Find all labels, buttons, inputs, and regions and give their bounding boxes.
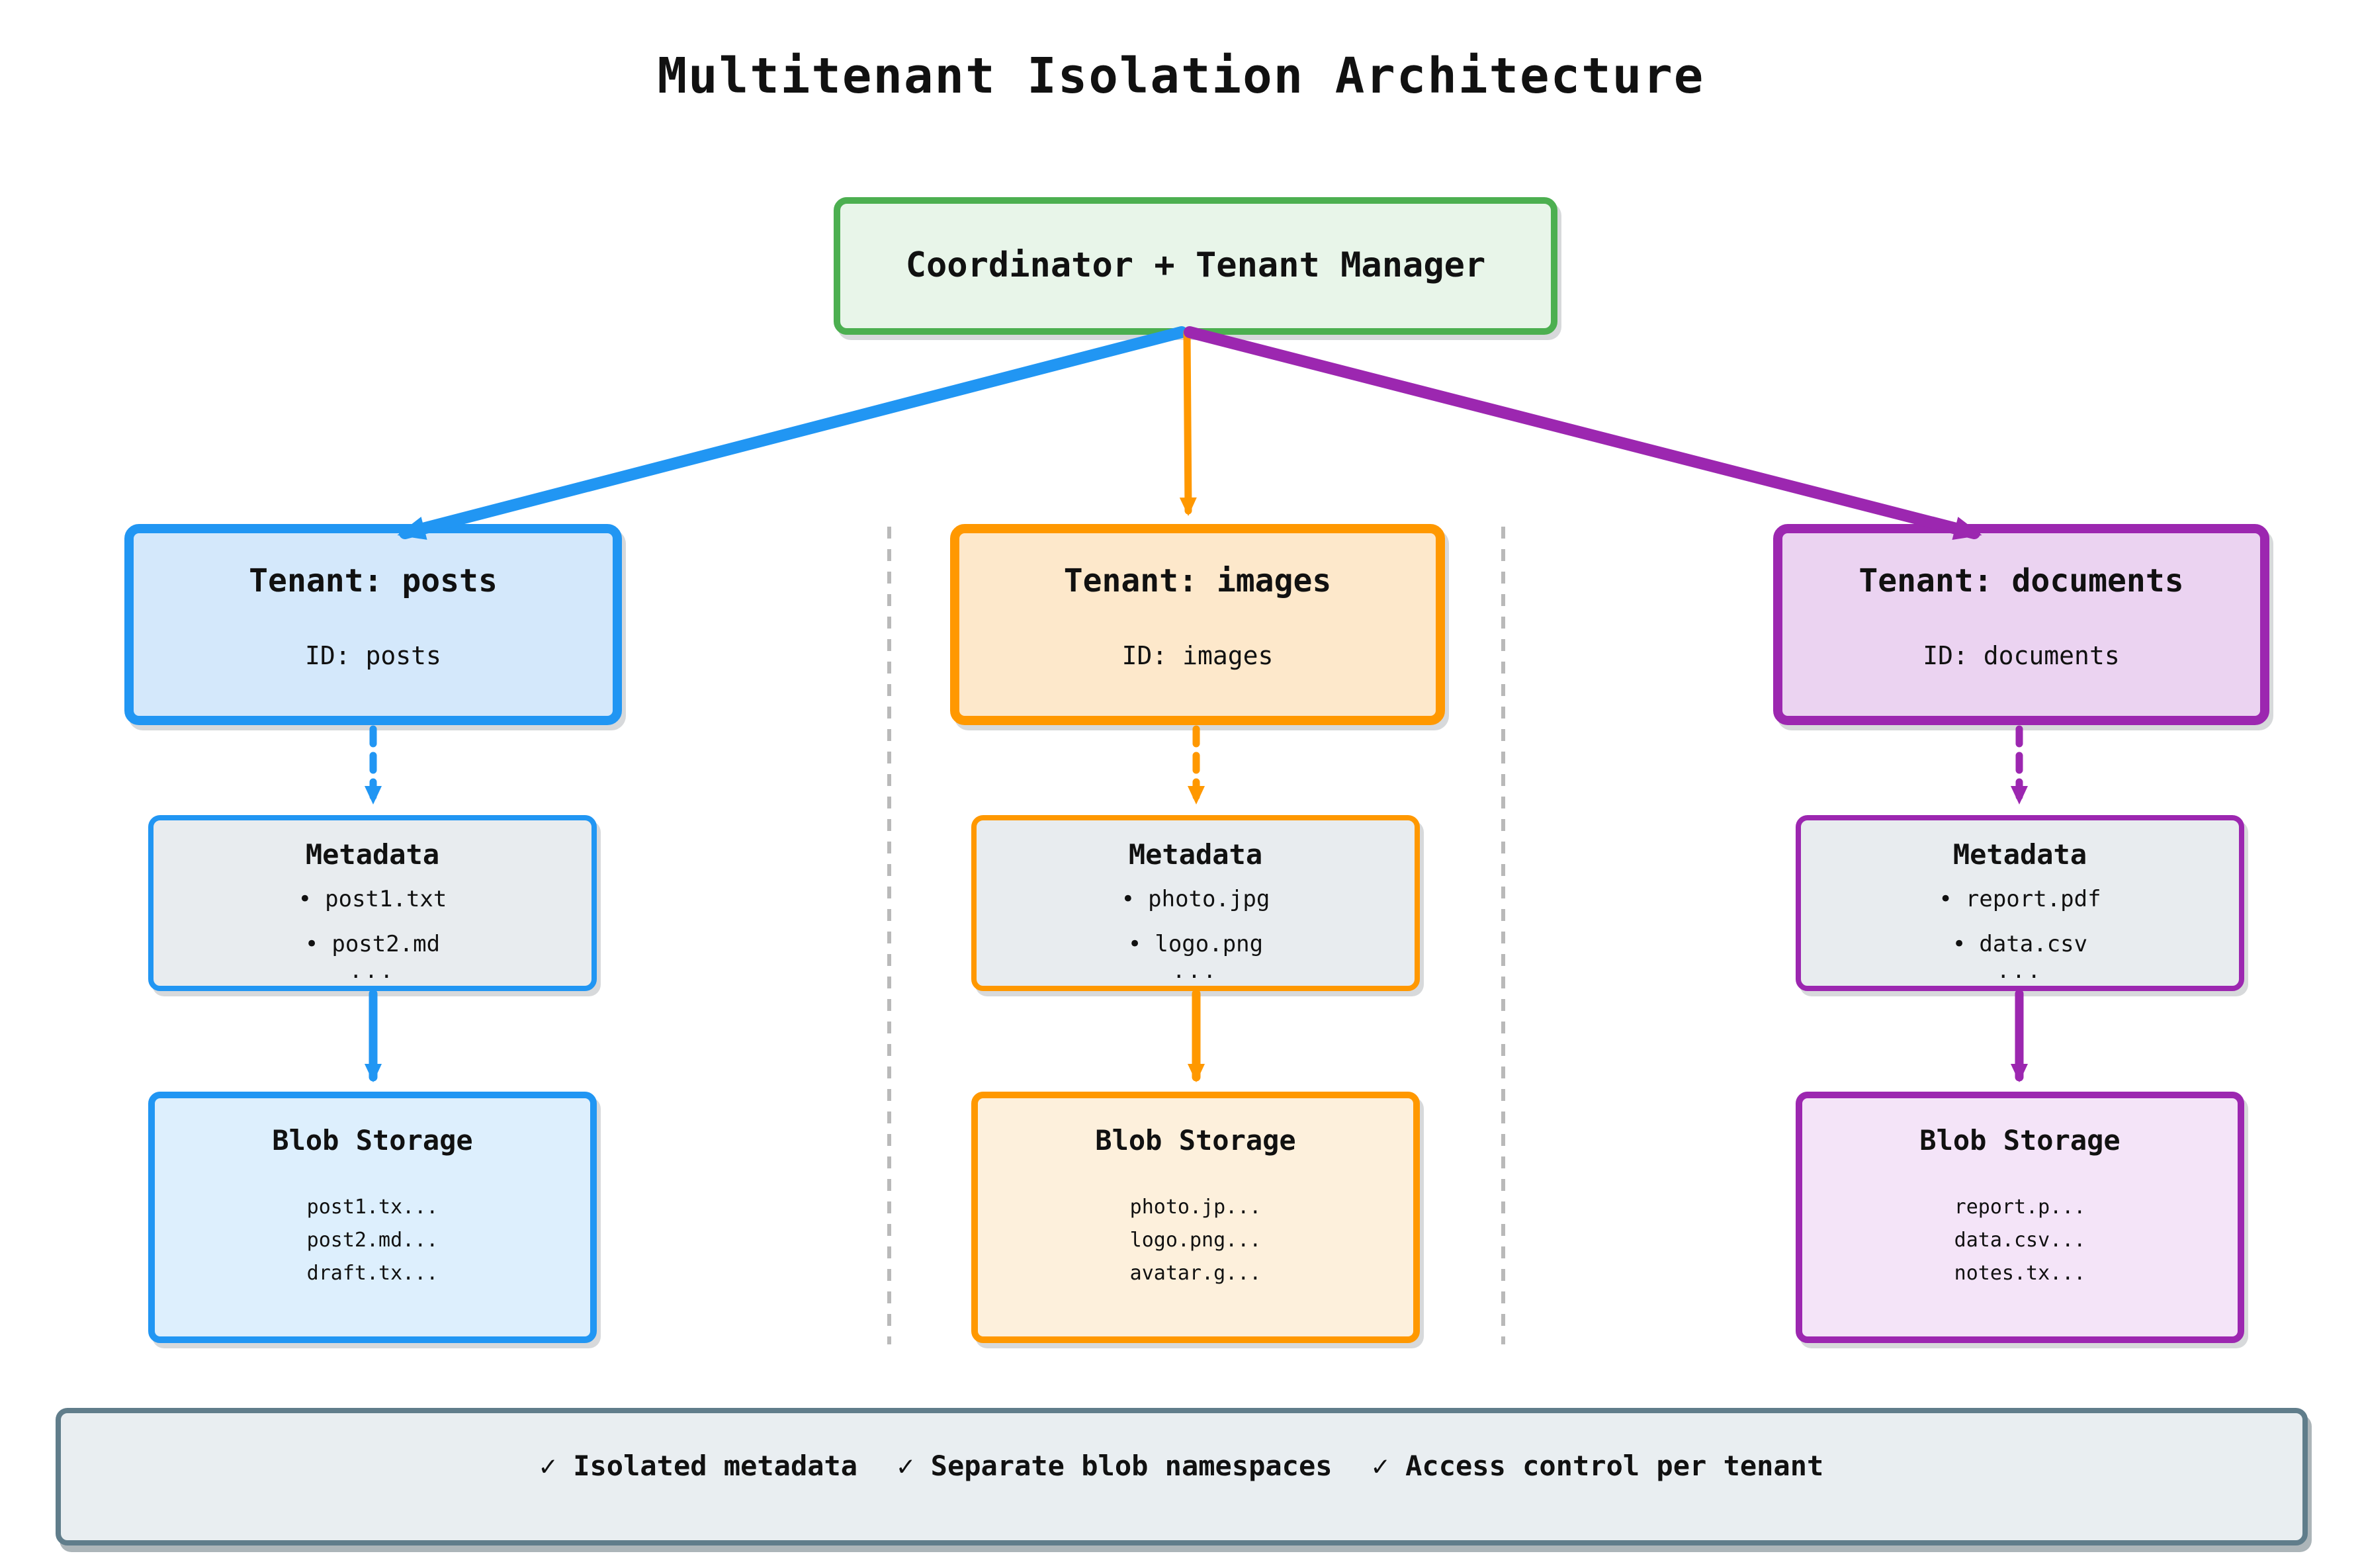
tenant-id-label: ID: documents — [1923, 642, 2120, 671]
metadata-item: • logo.png — [1128, 929, 1263, 961]
guarantees-bar: ✓ Isolated metadata ✓ Separate blob name… — [56, 1408, 2308, 1546]
blob-item-list: report.p... data.csv... notes.tx... — [1954, 1191, 2086, 1290]
tenant-box-images: Tenant: images ID: images — [950, 524, 1445, 725]
bullet-icon: • — [1121, 887, 1135, 913]
metadata-item-text: photo.jpg — [1148, 887, 1270, 913]
metadata-ellipsis: ... — [349, 958, 396, 983]
metadata-box-posts: Metadata •post1.txt •post2.md ... — [148, 815, 597, 991]
blob-item: avatar.g... — [1129, 1261, 1262, 1285]
metadata-item-text: post2.md — [331, 932, 441, 958]
metadata-item-text: logo.png — [1155, 932, 1264, 958]
blob-box-posts: Blob Storage post1.tx... post2.md... dra… — [148, 1092, 597, 1343]
metadata-ellipsis: ... — [1997, 958, 2043, 983]
bullet-icon: • — [304, 932, 319, 958]
metadata-item: • photo.jpg — [1121, 884, 1270, 916]
guarantee-item: ✓ Isolated metadata — [539, 1450, 858, 1482]
blob-item: report.p... — [1954, 1195, 2086, 1219]
metadata-item: • post1.txt — [298, 884, 447, 916]
blob-item: post1.tx... — [306, 1195, 439, 1219]
bullet-icon: • — [1952, 932, 1966, 958]
arrow-coordinator-to-posts — [397, 326, 1188, 540]
tenant-box-posts: Tenant: posts ID: posts — [124, 524, 622, 725]
blob-title: Blob Storage — [272, 1125, 473, 1156]
bullet-icon: • — [1939, 887, 1952, 913]
metadata-item: • report.pdf — [1939, 884, 2101, 916]
coordinator-box: Coordinator + Tenant Manager — [834, 197, 1557, 335]
blob-item: data.csv... — [1954, 1228, 2086, 1252]
bullet-icon: • — [1127, 932, 1142, 958]
tenant-title: Tenant: posts — [249, 562, 498, 599]
arrow-coordinator-to-images — [1179, 328, 1197, 516]
metadata-title: Metadata — [1128, 839, 1263, 871]
tenant-id-label: ID: posts — [305, 642, 441, 671]
blob-box-images: Blob Storage photo.jp... logo.png... ava… — [971, 1092, 1420, 1343]
metadata-box-images: Metadata •photo.jpg •logo.png ... — [971, 815, 1420, 991]
blob-item: photo.jp... — [1129, 1195, 1262, 1219]
blob-item-list: photo.jp... logo.png... avatar.g... — [1130, 1191, 1262, 1290]
metadata-item-text: report.pdf — [1965, 887, 2101, 913]
tenant-title: Tenant: documents — [1859, 562, 2184, 599]
metadata-item: • data.csv — [1952, 929, 2087, 961]
page-title: Multitenant Isolation Architecture — [657, 48, 1705, 105]
metadata-title: Metadata — [305, 839, 440, 871]
guarantee-item: ✓ Separate blob namespaces — [897, 1450, 1333, 1482]
tenant-title: Tenant: images — [1063, 562, 1332, 599]
blob-title: Blob Storage — [1919, 1125, 2121, 1156]
tenant-id-label: ID: images — [1121, 642, 1274, 671]
bullet-icon: • — [298, 887, 312, 913]
metadata-item: • post2.md — [305, 929, 440, 961]
blob-box-documents: Blob Storage report.p... data.csv... not… — [1796, 1092, 2244, 1343]
blob-item: notes.tx... — [1954, 1261, 2086, 1285]
metadata-item-text: data.csv — [1979, 932, 2088, 958]
metadata-ellipsis: ... — [1172, 958, 1219, 983]
blob-item: post2.md... — [306, 1228, 439, 1252]
blob-item: logo.png... — [1129, 1228, 1262, 1252]
metadata-item-text: post1.txt — [325, 887, 447, 913]
metadata-box-documents: Metadata • report.pdf • data.csv ... — [1796, 815, 2244, 991]
metadata-title: Metadata — [1952, 839, 2087, 871]
blob-item: draft.tx... — [306, 1261, 439, 1285]
coordinator-label: Coordinator + Tenant Manager — [905, 246, 1486, 286]
blob-title: Blob Storage — [1095, 1125, 1296, 1156]
tenant-box-documents: Tenant: documents ID: documents — [1773, 524, 2269, 725]
arrow-coordinator-to-documents — [1184, 326, 1982, 540]
blob-item-list: post1.tx... post2.md... draft.tx... — [307, 1191, 439, 1290]
guarantee-item: ✓ Access control per tenant — [1372, 1450, 1824, 1482]
